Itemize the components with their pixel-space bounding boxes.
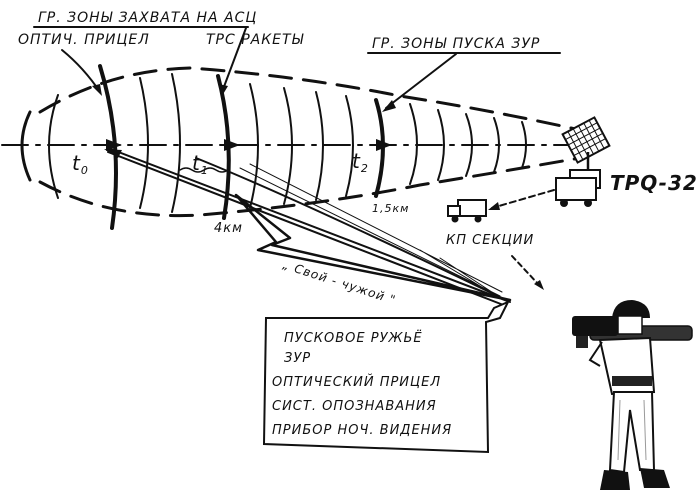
radar-to-cp-arrowhead bbox=[488, 202, 500, 210]
scribble-beams bbox=[239, 163, 505, 301]
cone-arcs bbox=[139, 73, 527, 213]
axis-arrow-t1 bbox=[224, 139, 240, 151]
cone-lower-boundary bbox=[38, 156, 582, 218]
label-radar: TPQ-32 bbox=[610, 171, 698, 195]
label-command-post: КП СЕКЦИИ bbox=[446, 233, 534, 248]
radar-icon bbox=[555, 116, 611, 207]
command-vehicle-icon bbox=[447, 199, 487, 223]
label-t1: t1 bbox=[192, 151, 209, 177]
label-t0: t0 bbox=[72, 151, 89, 177]
radar-to-cp-arrow bbox=[491, 189, 555, 209]
launcher-info-lines: ПУСКОВОЕ РУЖЬЁ ЗУР ОПТИЧЕСКИЙ ПРИЦЕЛ СИС… bbox=[272, 330, 452, 438]
leader-arrowhead bbox=[382, 100, 396, 112]
cp-to-soldier-line bbox=[511, 255, 541, 287]
axis-arrow-t2 bbox=[376, 139, 392, 151]
iff-lightning-icon bbox=[234, 193, 512, 302]
label-launch-zone: ГР. ЗОНЫ ПУСКА ЗУР bbox=[372, 36, 540, 52]
trajectory-arrow bbox=[104, 149, 122, 158]
leader-capture-zone bbox=[221, 27, 247, 93]
leader-launch-zone bbox=[385, 53, 457, 109]
label-capture-zone: ГР. ЗОНЫ ЗАХВАТА НА АСЦ bbox=[38, 10, 257, 26]
cone-upper-boundary bbox=[38, 66, 582, 132]
label-optical-sight: ОПТИЧ. ПРИЦЕЛ bbox=[18, 32, 150, 48]
label-range-4km: 4км bbox=[214, 221, 243, 236]
launcher-line: ПРИБОР НОЧ. ВИДЕНИЯ bbox=[272, 423, 452, 438]
launcher-line: ПУСКОВОЕ РУЖЬЁ bbox=[284, 330, 423, 346]
cp-to-soldier-arrowhead bbox=[534, 280, 544, 290]
launcher-info-box bbox=[262, 300, 511, 454]
soldier-icon bbox=[572, 300, 693, 490]
launcher-line: ЗУР bbox=[284, 351, 311, 366]
trajectory-line bbox=[107, 151, 507, 307]
cone-nose-arc bbox=[48, 94, 59, 199]
launcher-line: ОПТИЧЕСКИЙ ПРИЦЕЛ bbox=[272, 374, 441, 390]
trajectory-line bbox=[107, 147, 511, 303]
label-range-1-5km: 1,5км bbox=[372, 202, 409, 215]
trajectory-wavy bbox=[179, 167, 229, 173]
leader-arrowhead bbox=[92, 84, 102, 96]
leader-arrowhead bbox=[218, 84, 228, 96]
label-t2: t2 bbox=[352, 149, 369, 175]
trajectory-curve bbox=[195, 157, 507, 301]
launcher-line: СИСТ. ОПОЗНАВАНИЯ bbox=[272, 399, 437, 414]
label-rocket: ТРС РАКЕТЫ bbox=[206, 32, 304, 48]
